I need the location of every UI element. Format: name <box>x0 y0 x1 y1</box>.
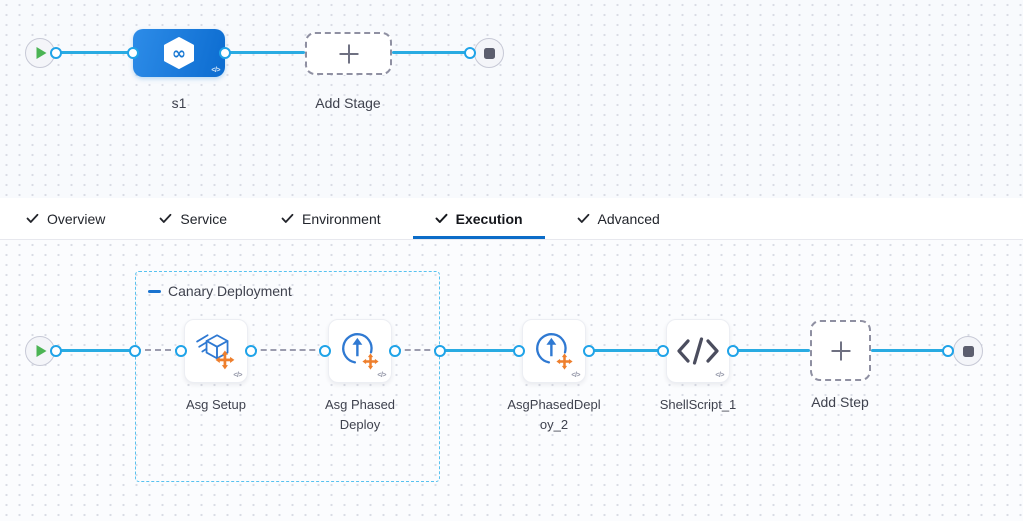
tab-label: Execution <box>455 210 523 227</box>
pipeline-end-node <box>474 38 504 68</box>
add-step-button[interactable] <box>810 320 871 381</box>
play-icon <box>36 345 46 357</box>
connector-port[interactable] <box>434 345 446 357</box>
phased-deploy-icon <box>342 333 379 370</box>
shell-script-icon <box>677 337 719 365</box>
step-connector-line <box>440 349 519 352</box>
connector-port[interactable] <box>127 47 139 59</box>
connector-port[interactable] <box>942 345 954 357</box>
step-dashed-connector <box>395 349 440 351</box>
step-group-label: Canary Deployment <box>168 283 292 299</box>
check-icon <box>281 213 294 223</box>
stage-canvas[interactable]: ∞ </> s1 Add Stage <box>0 0 1023 198</box>
code-chip-icon: </> <box>211 67 220 74</box>
check-icon <box>26 213 39 223</box>
step-group-canary-deployment <box>135 271 440 482</box>
check-icon <box>435 213 448 223</box>
asg-setup-icon <box>196 334 235 370</box>
step-node-shellscript-1[interactable]: </> <box>666 319 730 383</box>
step-label: AsgPhasedDeploy_2 <box>507 397 601 433</box>
plus-icon <box>338 43 359 64</box>
move-arrows-icon <box>556 353 573 370</box>
stage-connector-line <box>392 51 470 54</box>
collapse-group-icon[interactable] <box>148 290 161 293</box>
svg-text:∞: ∞ <box>172 44 186 64</box>
tab-label: Service <box>180 210 228 227</box>
connector-port[interactable] <box>319 345 331 357</box>
code-chip-icon: </> <box>377 372 386 379</box>
play-icon <box>36 47 46 59</box>
check-icon <box>159 213 172 223</box>
step-node-asg-phased-deploy[interactable]: </> <box>328 319 392 383</box>
step-connector-line <box>733 349 810 352</box>
add-stage-label: Add Stage <box>315 95 381 111</box>
connector-port[interactable] <box>175 345 187 357</box>
execution-end-node <box>953 336 983 366</box>
tab-label: Advanced <box>597 210 660 227</box>
code-chip-icon: </> <box>571 372 580 379</box>
connector-port[interactable] <box>657 345 669 357</box>
code-chip-icon: </> <box>715 372 724 379</box>
execution-canvas[interactable]: Canary Deployment <box>0 240 1023 521</box>
step-label: Asg Setup <box>186 397 246 412</box>
tab-execution[interactable]: Execution <box>412 198 545 239</box>
tab-overview[interactable]: Overview <box>4 198 127 239</box>
tab-advanced[interactable]: Advanced <box>555 198 682 239</box>
tab-environment[interactable]: Environment <box>259 198 403 239</box>
step-label: ShellScript_1 <box>659 397 737 412</box>
plus-icon <box>830 340 851 361</box>
connector-port[interactable] <box>389 345 401 357</box>
connector-port[interactable] <box>245 345 257 357</box>
step-node-asg-setup[interactable]: </> <box>184 319 248 383</box>
stop-icon <box>962 345 974 357</box>
connector-port[interactable] <box>50 345 62 357</box>
step-dashed-connector <box>251 349 325 351</box>
check-icon <box>577 213 589 223</box>
connector-port[interactable] <box>727 345 739 357</box>
step-connector-line <box>589 349 663 352</box>
tab-label: Overview <box>47 210 106 227</box>
add-stage-button[interactable] <box>305 32 392 75</box>
connector-port[interactable] <box>219 47 231 59</box>
step-label: Asg Phased Deploy <box>324 397 396 433</box>
connector-port[interactable] <box>464 47 476 59</box>
code-chip-icon: </> <box>233 372 242 379</box>
connector-port[interactable] <box>583 345 595 357</box>
stage-label: s1 <box>171 95 187 111</box>
tab-label: Environment <box>302 210 381 227</box>
stage-connector-line <box>225 51 305 54</box>
stop-icon <box>483 47 495 59</box>
step-node-asgphaseddeploy-2[interactable]: </> <box>522 319 586 383</box>
move-arrows-icon <box>362 353 379 370</box>
step-connector-line <box>56 349 135 352</box>
tab-service[interactable]: Service <box>137 198 249 239</box>
move-arrows-icon <box>215 350 235 370</box>
step-connector-line <box>871 349 948 352</box>
connector-port[interactable] <box>513 345 525 357</box>
stage-node-s1[interactable]: ∞ </> <box>133 29 225 77</box>
connector-port[interactable] <box>50 47 62 59</box>
stage-config-tabs: Overview Service Environment Execution A… <box>0 198 1023 240</box>
phased-deploy-icon <box>536 333 573 370</box>
stage-connector-line <box>56 51 133 54</box>
connector-port[interactable] <box>129 345 141 357</box>
add-step-label: Add Step <box>811 394 869 410</box>
step-dashed-connector <box>135 349 181 351</box>
cd-stage-icon: ∞ <box>164 37 194 69</box>
